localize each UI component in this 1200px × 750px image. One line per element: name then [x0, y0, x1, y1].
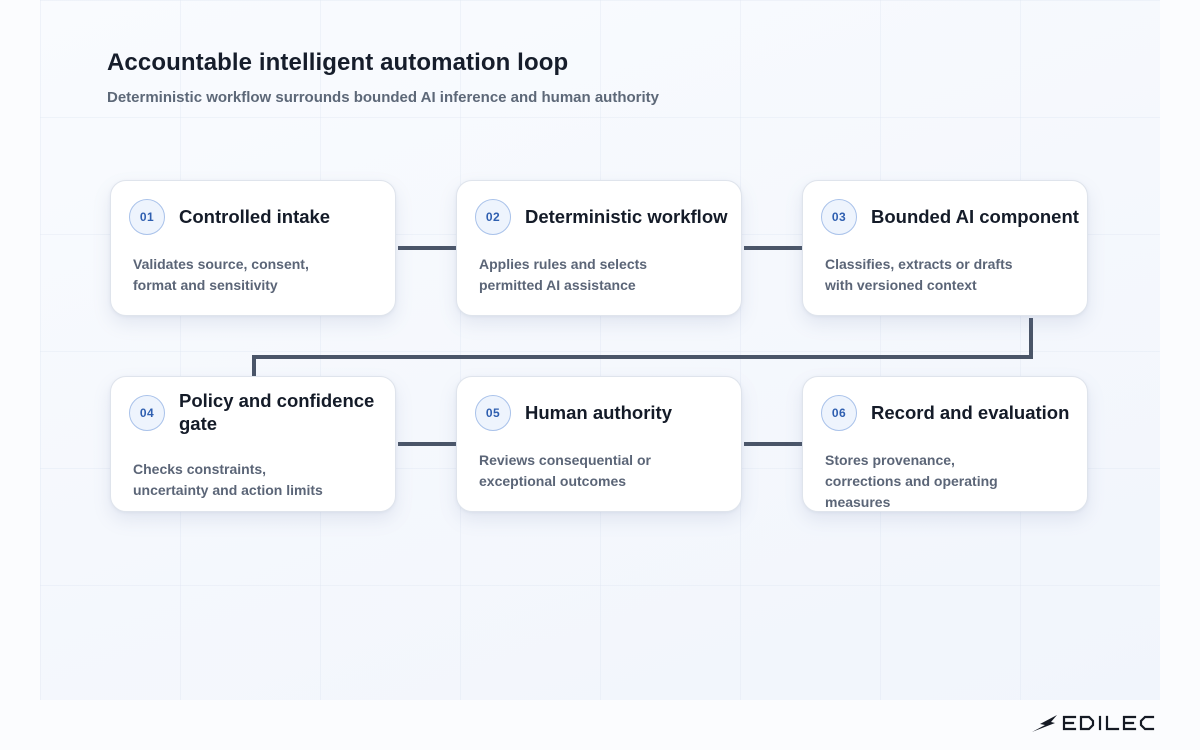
step-title: Human authority	[525, 402, 672, 423]
step-description: Checks constraints, uncertainty and acti…	[133, 461, 323, 498]
step-title: Controlled intake	[179, 206, 331, 227]
step-card-01: 01 Controlled intake Validates source, c…	[110, 180, 396, 316]
step-description: Applies rules and selects permitted AI a…	[479, 256, 648, 293]
diagram-subtitle: Deterministic workflow surrounds bounded…	[107, 89, 660, 106]
step-number-badge: 06	[821, 395, 857, 431]
step-title: Record and evaluation	[871, 402, 1070, 423]
step-description: Stores provenance, corrections and opera…	[825, 452, 998, 510]
step-card-02: 02 Deterministic workflow Applies rules …	[456, 180, 742, 316]
step-description: Classifies, extracts or drafts with vers…	[825, 256, 1013, 293]
step-number-badge: 05	[475, 395, 511, 431]
step-card-03: 03 Bounded AI component Classifies, extr…	[802, 180, 1088, 316]
wing-icon	[1032, 715, 1057, 732]
step-title: Policy and confidence gate	[179, 390, 375, 434]
step-card-06: 06 Record and evaluation Stores provenan…	[802, 376, 1088, 512]
step-number-badge: 02	[475, 199, 511, 235]
step-number-badge: 01	[129, 199, 165, 235]
edilec-logo	[1032, 715, 1155, 732]
step-number-badge: 04	[129, 395, 165, 431]
diagram-canvas	[40, 0, 1160, 700]
diagram-title: Accountable intelligent automation loop	[107, 49, 569, 76]
step-card-04: 04 Policy and confidence gate Checks con…	[110, 376, 396, 512]
step-description: Validates source, consent, format and se…	[133, 256, 309, 293]
step-card-05: 05 Human authority Reviews consequential…	[456, 376, 742, 512]
step-number-badge: 03	[821, 199, 857, 235]
step-description: Reviews consequential or exceptional out…	[479, 452, 651, 489]
connector-03-04	[252, 318, 1033, 377]
step-title: Deterministic workflow	[525, 206, 728, 227]
step-title: Bounded AI component	[871, 206, 1079, 227]
